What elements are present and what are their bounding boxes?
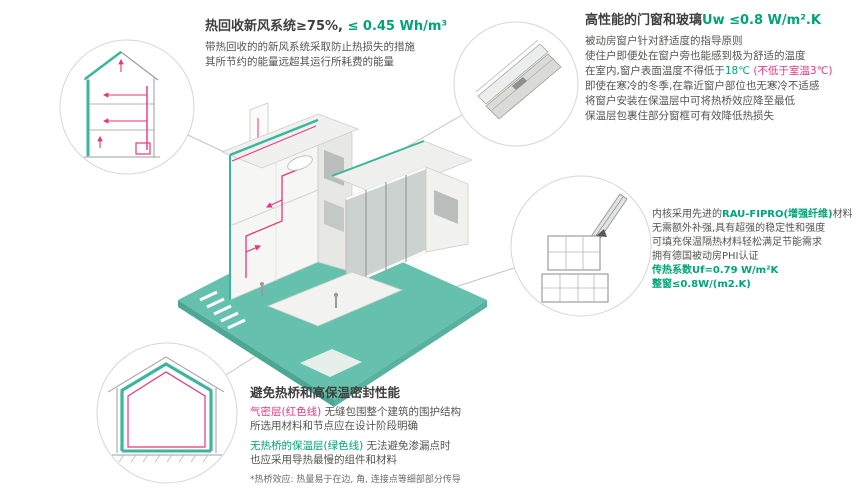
thermal-airtight-label: 气密层(红色线) <box>250 406 322 418</box>
windows-title-text: 高性能的门窗和玻璃 <box>585 13 703 28</box>
windows-block: 高性能的门窗和玻璃Uw ≤0.8 W/m².K 被动房窗户针对舒适度的指导原则 … <box>585 12 833 124</box>
windows-line-3-note: (不低于室温3℃) <box>750 65 833 77</box>
bathtub <box>287 155 313 171</box>
ventilation-duct <box>245 167 303 278</box>
hrv-line-1: 带热回收的的新风系统采取防止热损失的措施 <box>205 41 415 53</box>
windows-line-4: 即使在寒冷的冬季,在靠近窗户部位也无寒冷不适感 <box>585 80 820 92</box>
hrv-title-text: 热回收新风系统≥75%, <box>205 19 348 34</box>
windows-title-value: Uw ≤0.8 W/m².K <box>702 13 821 28</box>
main-block-cutaway <box>220 113 360 301</box>
hrv-title-value: ≤ 0.45 Wh/m³ <box>347 19 448 34</box>
thermal-title: 避免热桥和高保温密封性能 <box>250 385 401 400</box>
profile-line-1: 内核采用先进的RAU-FIPRO(增强纤维)材料 <box>652 208 853 222</box>
window-frame-profile-icon <box>541 193 628 303</box>
glazed-wing <box>330 140 474 288</box>
thermal-insulation-label: 无热桥的保温层(绿色线) <box>250 440 364 452</box>
windows-line-3-text: 在室内,窗户表面温度不得低于 <box>585 65 725 77</box>
profile-line-1-material: RAU-FIPRO(增强纤维) <box>722 209 833 220</box>
hrv-title: 热回收新风系统≥75%, ≤ 0.45 Wh/m³ <box>205 18 447 35</box>
windows-line-1: 被动房窗户针对舒适度的指导原则 <box>585 35 743 47</box>
windows-line-2: 使住户即便处在窗户旁也能感到极为舒适的温度 <box>585 50 806 62</box>
windows-line-5: 将窗户安装在保温层中可将热桥效应降至最低 <box>585 95 795 107</box>
profile-line-1-text: 内核采用先进的 <box>652 209 722 220</box>
thermal-line-3-text: 无法避免渗漏点时 <box>363 440 451 452</box>
house-section-ventilation-icon <box>83 51 160 158</box>
windows-line-3: 在室内,窗户表面温度不得低于18℃ (不低于室温3℃) <box>585 64 833 79</box>
windows-line-6: 保温层包裹住部分窗框可有效降低热损失 <box>585 110 774 122</box>
profile-uf-value: 传热系数Uf=0.79 W/m²K <box>652 265 779 276</box>
thermal-line-2: 所选用材料和节点应在设计阶段明确 <box>250 420 418 432</box>
thermal-block: 避免热桥和高保温密封性能 气密层(红色线) 无缝包围整个建筑的围护结构 所选用材… <box>250 384 461 487</box>
thermal-line-4: 也应采用导热最慢的组件和材料 <box>250 454 397 466</box>
walkway <box>300 349 362 377</box>
thermal-line-1-text: 无缝包围整个建筑的围护结构 <box>321 406 462 418</box>
hrv-block: 热回收新风系统≥75%, ≤ 0.45 Wh/m³ 带热回收的的新风系统采取防止… <box>205 18 447 70</box>
thermal-line-1: 气密层(红色线) 无缝包围整个建筑的围护结构 <box>250 405 461 419</box>
profile-line-1-text2: 材料 <box>832 209 853 220</box>
profile-uw-value: 整窗≤0.8W/(m2.K) <box>652 279 751 290</box>
thermal-line-3: 无热桥的保温层(绿色线) 无法避免渗漏点时 <box>250 439 461 453</box>
thermal-footnote: *热桥效应: 热量易于在边, 角, 连接点等细部部分传导 <box>250 475 461 485</box>
hrv-line-2: 其所节约的能量远超其运行所耗费的能量 <box>205 56 394 68</box>
windows-title: 高性能的门窗和玻璃Uw ≤0.8 W/m².K <box>585 12 833 29</box>
profile-line-4: 拥有德国被动房PHI认证 <box>652 251 759 262</box>
profile-block: 内核采用先进的RAU-FIPRO(增强纤维)材料 无需额外补强,具有超强的稳定性… <box>652 208 853 292</box>
house-illustration <box>178 102 487 407</box>
window-corner-detail-icon <box>475 39 562 120</box>
garden-steps <box>199 290 246 330</box>
windows-line-3-temp: 18℃ <box>724 65 750 77</box>
profile-line-3: 可填充保温隔热材料轻松满足节能需求 <box>652 237 822 248</box>
profile-line-2: 无需额外补强,具有超强的稳定性和强度 <box>652 223 826 234</box>
house-section-insulation-icon <box>107 356 225 463</box>
people-figures <box>260 282 339 308</box>
